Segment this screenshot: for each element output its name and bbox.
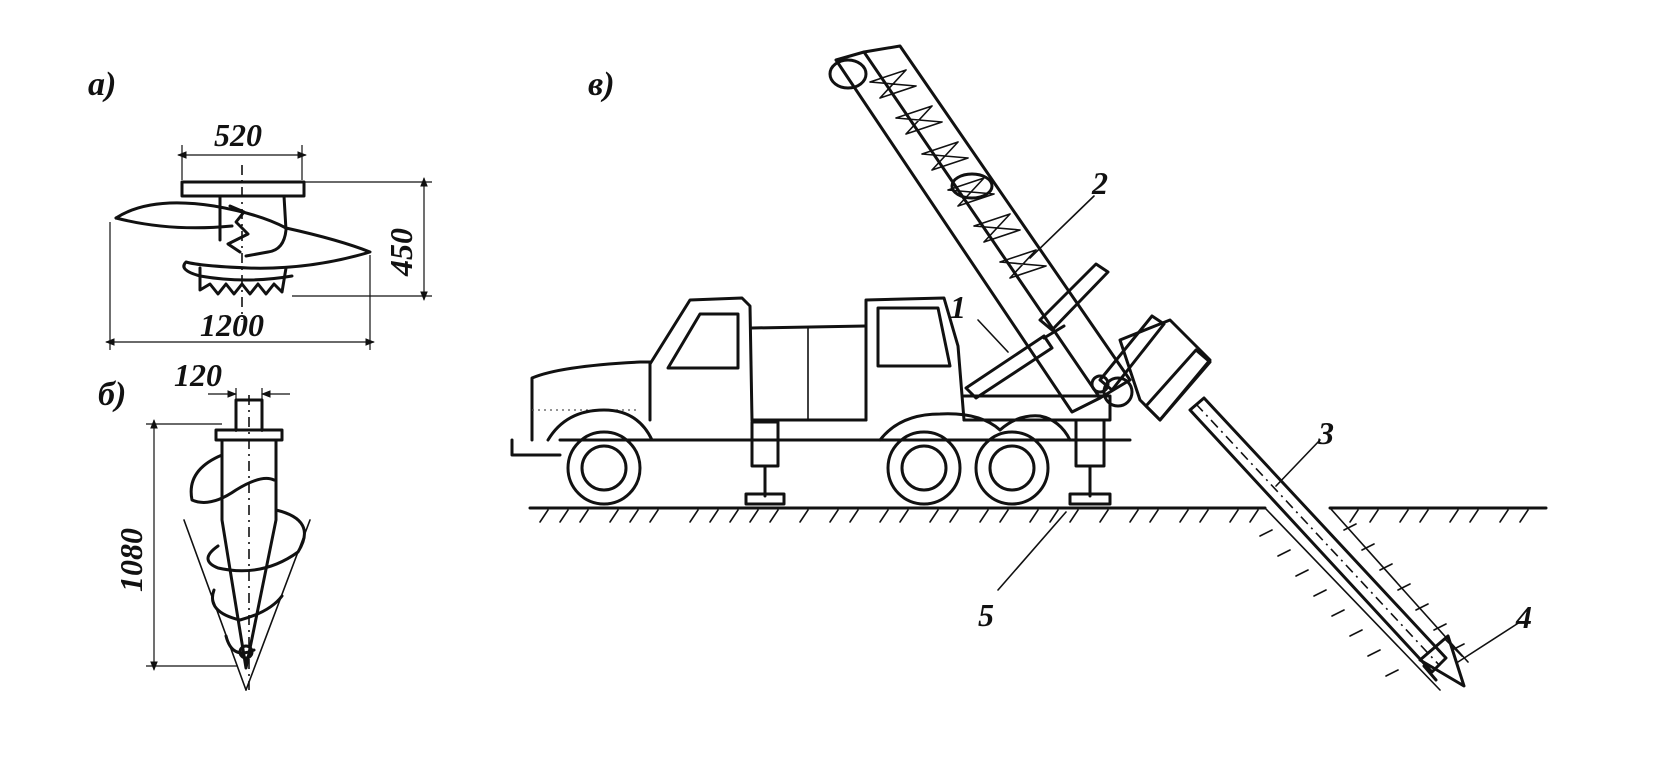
dimension-1080-label: 1080: [113, 528, 149, 592]
callout-5-label: 5: [978, 597, 994, 633]
front-wheel: [566, 430, 642, 506]
truck: [510, 296, 1132, 506]
panel-v-drilling-rig: в): [510, 44, 1548, 691]
hydraulic-cylinder: [964, 324, 1066, 400]
callout-1-label: 1: [950, 289, 966, 325]
panel-a-label: а): [88, 66, 116, 103]
panel-b-label: б): [98, 376, 126, 413]
callout-4: 4: [1457, 599, 1532, 663]
panel-a-auger-head: а) 520 450 1200: [88, 66, 432, 350]
dimension-1200: 1200: [105, 222, 375, 350]
drill-rod: [1188, 396, 1448, 674]
dimension-450: 450: [292, 177, 432, 301]
dimension-120-label: 120: [174, 357, 222, 393]
dimension-520-label: 520: [214, 117, 262, 153]
callout-5: 5: [978, 511, 1067, 633]
drilling-mast: [828, 44, 1212, 422]
outrigger-front: [744, 420, 786, 506]
callout-3-label: 3: [1317, 415, 1334, 451]
dimension-520: 520: [177, 117, 307, 180]
outrigger-rear: [1068, 418, 1112, 506]
dimension-120: 120: [174, 357, 290, 432]
panel-v-label: в): [588, 66, 615, 103]
callout-2: 2: [1029, 165, 1108, 259]
dimension-450-label: 450: [383, 228, 419, 277]
callout-2-label: 2: [1091, 165, 1108, 201]
ground-surface: [528, 506, 1548, 691]
callout-4-label: 4: [1515, 599, 1532, 635]
callout-1: 1: [950, 289, 1009, 353]
dimension-1080: 1080: [113, 419, 238, 671]
rear-wheel-2: [974, 430, 1050, 506]
callout-3: 3: [1275, 415, 1334, 487]
panel-b-auger-tip: б) 120 1080: [98, 357, 311, 691]
dimension-1200-label: 1200: [200, 307, 264, 343]
rear-wheel-1: [886, 430, 962, 506]
drill-bit: [1418, 634, 1466, 688]
